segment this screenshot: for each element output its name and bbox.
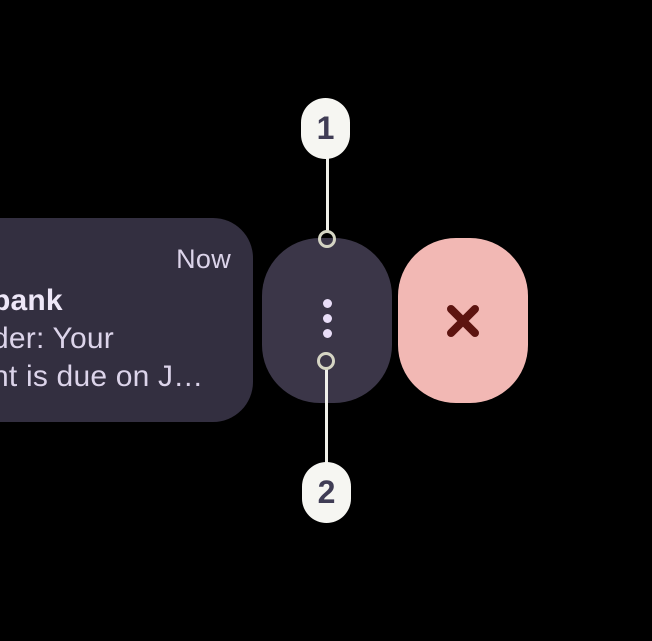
callout-badge-2-label: 2 [317, 474, 336, 510]
callout-2-connector-line [325, 367, 328, 463]
callout-1-connector-line [326, 157, 329, 233]
notification-timestamp: Now [176, 244, 231, 274]
callout-badge-1: 1 [301, 98, 350, 159]
callout-badge-1-label: 1 [316, 110, 335, 146]
notification-body-line-1: der: Your [0, 322, 114, 355]
notification-text: bank der: Your nt is due on J… [0, 282, 203, 396]
close-x-icon [447, 304, 479, 337]
notification-dismiss-button[interactable] [398, 238, 528, 403]
notification-title: bank [0, 284, 63, 317]
notification-card[interactable]: Now bank der: Your nt is due on J… [0, 218, 253, 422]
callout-2-ring-marker [317, 352, 335, 370]
notification-body-line-2: nt is due on J… [0, 360, 204, 393]
callout-1-ring-marker [318, 230, 336, 248]
callout-badge-2: 2 [302, 462, 351, 523]
kebab-menu-icon [322, 298, 332, 338]
